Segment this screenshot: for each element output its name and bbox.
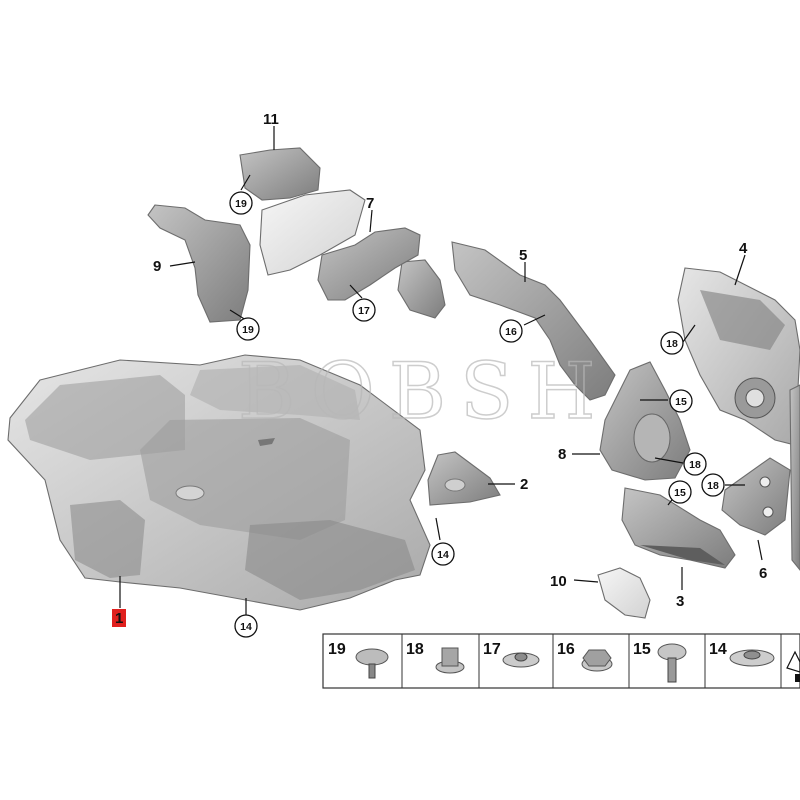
callout-16-label: 16	[505, 326, 517, 338]
fastener-18-nut-icon	[435, 647, 465, 674]
callout-19a: 19	[229, 191, 253, 215]
part-9-left-shield	[147, 204, 251, 323]
legend-16: 16	[557, 641, 575, 658]
part-7-mid-shield	[317, 227, 421, 301]
part-label-6: 6	[759, 565, 767, 582]
part-6-bracket	[721, 457, 791, 536]
insulation-pad	[259, 189, 366, 276]
legend-17: 17	[483, 641, 501, 658]
callout-18c: 18	[701, 473, 725, 497]
part-label-11: 11	[263, 111, 279, 128]
part-3-bracket-shield	[621, 487, 736, 569]
fastener-16-hex-nut-icon	[581, 649, 613, 672]
callout-14b-label: 14	[240, 621, 252, 633]
part-1-underbody-panel	[7, 354, 431, 611]
legend-14: 14	[709, 641, 727, 658]
part-label-5: 5	[519, 247, 527, 264]
part-label-1: 1	[115, 610, 123, 627]
fastener-15-screw-icon	[657, 643, 687, 683]
callout-15b: 15	[668, 480, 692, 504]
part-label-4: 4	[739, 240, 748, 257]
legend-19: 19	[328, 641, 346, 658]
callout-15a-label: 15	[675, 396, 687, 408]
callout-14b: 14	[234, 614, 258, 638]
part-label-3: 3	[676, 593, 684, 610]
watermark: BOBSH	[238, 347, 610, 437]
callout-18a-label: 18	[666, 338, 678, 350]
callout-18b: 18	[683, 452, 707, 476]
callout-18c-label: 18	[707, 480, 719, 492]
callout-15b-label: 15	[674, 487, 686, 499]
part-11-top-cover	[239, 147, 321, 201]
edge-strip	[789, 384, 800, 571]
callout-16: 16	[499, 319, 523, 343]
part-label-10: 10	[550, 573, 567, 590]
legend-15: 15	[633, 641, 651, 658]
callout-18b-label: 18	[689, 459, 701, 471]
circled-callouts: 19 19 17 16 18 15 18 18 15 14 14	[229, 191, 725, 638]
part-2-triangular-plate	[427, 451, 501, 506]
callout-15a: 15	[669, 389, 693, 413]
callout-19a-label: 19	[235, 198, 247, 210]
callout-14a: 14	[431, 542, 455, 566]
callout-14a-label: 14	[437, 549, 449, 561]
callout-19b: 19	[236, 317, 260, 341]
part-label-2: 2	[520, 476, 528, 493]
legend-18: 18	[406, 641, 424, 658]
part-label-7: 7	[366, 195, 374, 212]
part-label-9: 9	[153, 258, 161, 275]
callout-17-label: 17	[358, 305, 370, 317]
fastener-19-rivet-icon	[355, 648, 389, 679]
part-label-8: 8	[558, 446, 566, 463]
fastener-17-washer-nut-icon	[502, 652, 540, 668]
part-10-clip	[597, 567, 651, 619]
fastener-14-dome-nut-icon	[729, 649, 775, 667]
callout-18a: 18	[660, 331, 684, 355]
callout-19b-label: 19	[242, 324, 254, 336]
part-4-heat-shield	[677, 267, 800, 446]
cropped-symbol-icon	[786, 650, 800, 682]
callout-17: 17	[352, 298, 376, 322]
leader-lines	[119, 126, 763, 615]
fastener-legend: 19 18 17 16 15 14	[322, 633, 800, 689]
part-8-dome-shield	[599, 361, 691, 481]
highlight-box	[112, 609, 126, 627]
part-5-curved-shield	[397, 241, 616, 401]
